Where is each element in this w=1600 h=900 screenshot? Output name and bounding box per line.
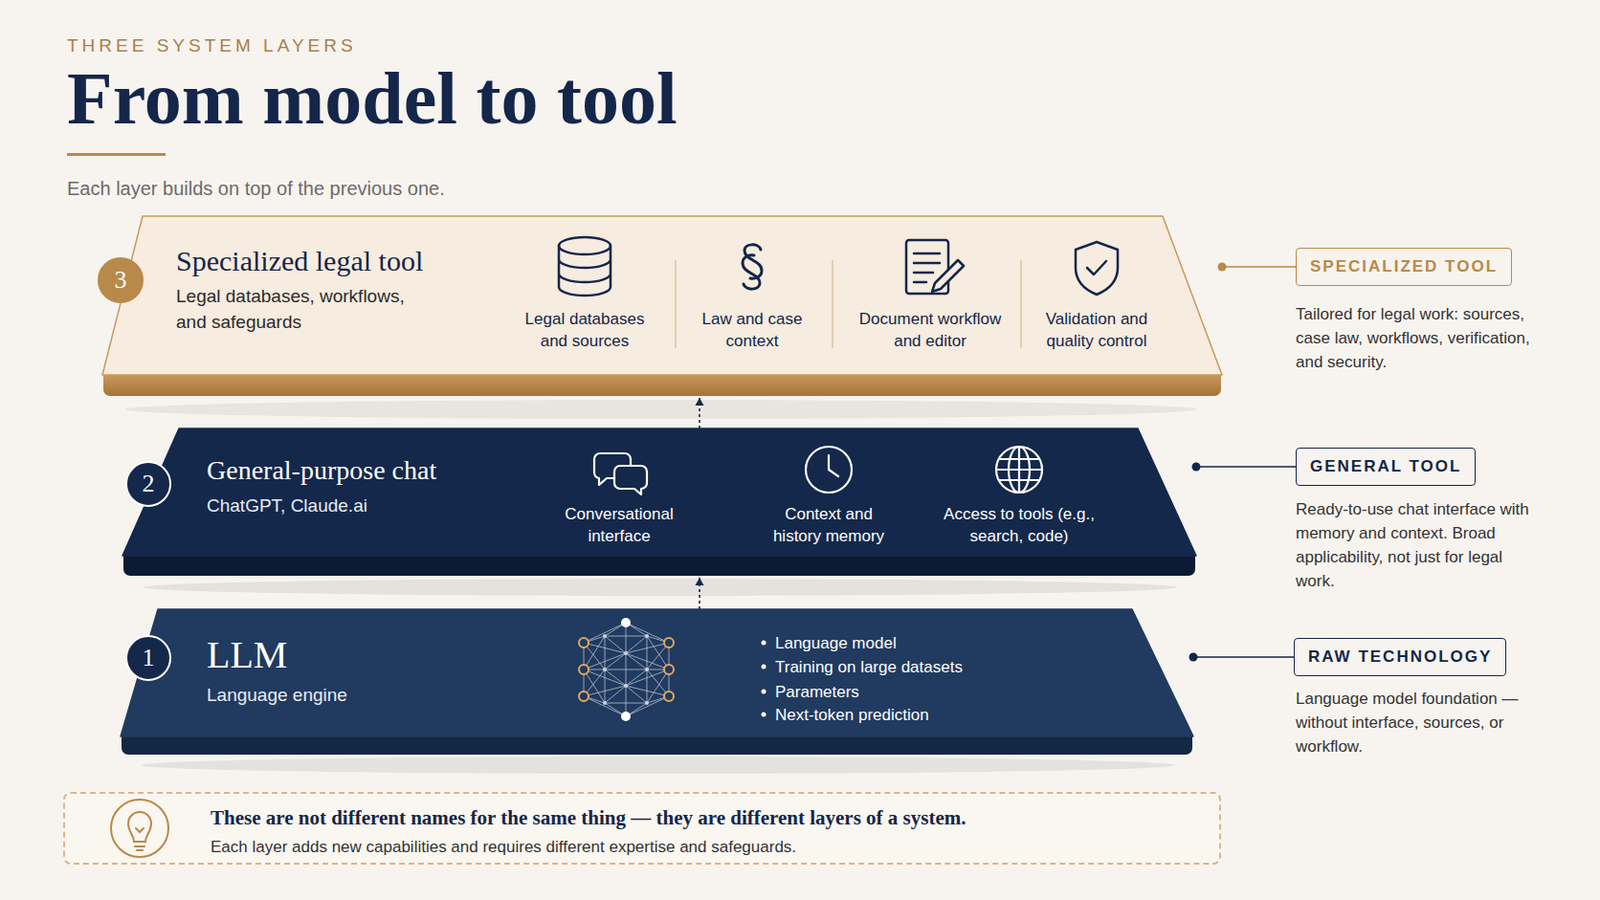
network-link [646,636,648,670]
network-node [621,711,631,722]
layer-subtitle: Language engine [206,685,348,707]
layer-shape [120,609,1194,757]
title: From model to tool [66,61,678,136]
layer-subtitle: Legal databases, workflows, and safeguar… [176,283,435,335]
bullet-text: Next-token prediction [775,704,930,727]
subtitle: Each layer builds on top of the previous… [66,177,445,200]
network-node [621,618,631,628]
bullet-text: Parameters [775,681,860,704]
network-node [623,684,628,689]
network-node [578,638,589,648]
tag-text: SPECIALIZED TOOL [1310,257,1498,276]
leader-dot [1189,653,1199,663]
eyebrow: THREE SYSTEM LAYERS [66,34,357,57]
layer-band: Specialized legal toolLegal databases, w… [102,216,1223,399]
feature-label: Validation and quality control [1020,308,1174,353]
layer-heading: These are not different names for the sa… [210,806,967,831]
network-node [602,667,607,672]
leader-line [1222,266,1296,268]
network-link [604,703,647,705]
feature-label: Law and case context [685,308,820,353]
globe-icon [996,446,1043,493]
network-node [602,634,607,639]
layer-subtitle: Each layer adds new capabilities and req… [210,838,797,858]
bullet-text: Training on large datasets [775,656,963,679]
network-node [644,634,649,639]
network-node [578,691,589,702]
feature-label: Context and history memory [761,503,896,548]
layer-band: General-purpose chatChatGPT, Claude.ai 2 [122,428,1197,578]
feature-label: Document workflow and editor [848,308,1012,353]
layer-face [120,609,1194,737]
network-node [664,638,674,648]
layer-subtitle: ChatGPT, Claude.ai [206,495,368,517]
title-underline [66,153,166,156]
feature-label: Legal databases and sources [512,308,657,353]
layer-band: LLM Language engine 1 [120,609,1194,757]
layer-heading: Specialized legal tool [176,244,423,278]
arrow-head [695,577,705,586]
feature-label: Conversational interface [547,503,691,548]
layer-number-badge: 3 [97,257,144,304]
network-node [644,701,649,706]
badge-number: 1 [127,644,170,673]
tag-text: RAW TECHNOLOGY [1308,647,1492,667]
shadow [141,756,1176,775]
tag-description: Language model foundation — without inte… [1295,687,1535,759]
tag-box: GENERAL TOOL [1295,447,1476,487]
leader-dot [1218,263,1227,272]
layer-heading: General-purpose chat [206,455,437,487]
tag-description: Tailored for legal work: sources, case l… [1295,302,1535,375]
network-node [644,667,649,672]
network-link [646,669,648,704]
layer-face [122,428,1197,556]
arrow-head [695,398,705,406]
network-node [664,691,674,702]
leader-line [1193,656,1294,659]
network-link [604,669,606,704]
feature-label: Access to tools (e.g., search, code) [940,503,1099,548]
tag-box: SPECIALIZED TOOL [1295,247,1512,287]
shadow [143,578,1178,597]
network-node [623,651,628,656]
network-node [578,665,589,675]
network-link [625,653,627,687]
network-link [604,636,647,638]
network-node [664,665,674,675]
tag-box: RAW TECHNOLOGY [1293,638,1507,677]
layer-heading: LLM [206,632,288,678]
leader-line [1196,466,1296,468]
layer-number-badge: 2 [125,461,172,508]
badge-number: 2 [127,469,170,499]
layer-face [102,216,1223,376]
tag-description: Ready-to-use chat interface with memory … [1295,497,1535,594]
network-link [604,636,606,670]
badge-number: 3 [99,266,142,295]
tag-text: GENERAL TOOL [1310,457,1462,476]
layer-shape [102,216,1223,399]
layer-number-badge: 1 [125,635,172,682]
shadow [124,400,1197,420]
note-box: These are not different names for the sa… [63,792,1222,866]
network-node [602,701,607,706]
bullet-text: Language model [775,632,897,655]
leader-dot [1192,463,1201,472]
